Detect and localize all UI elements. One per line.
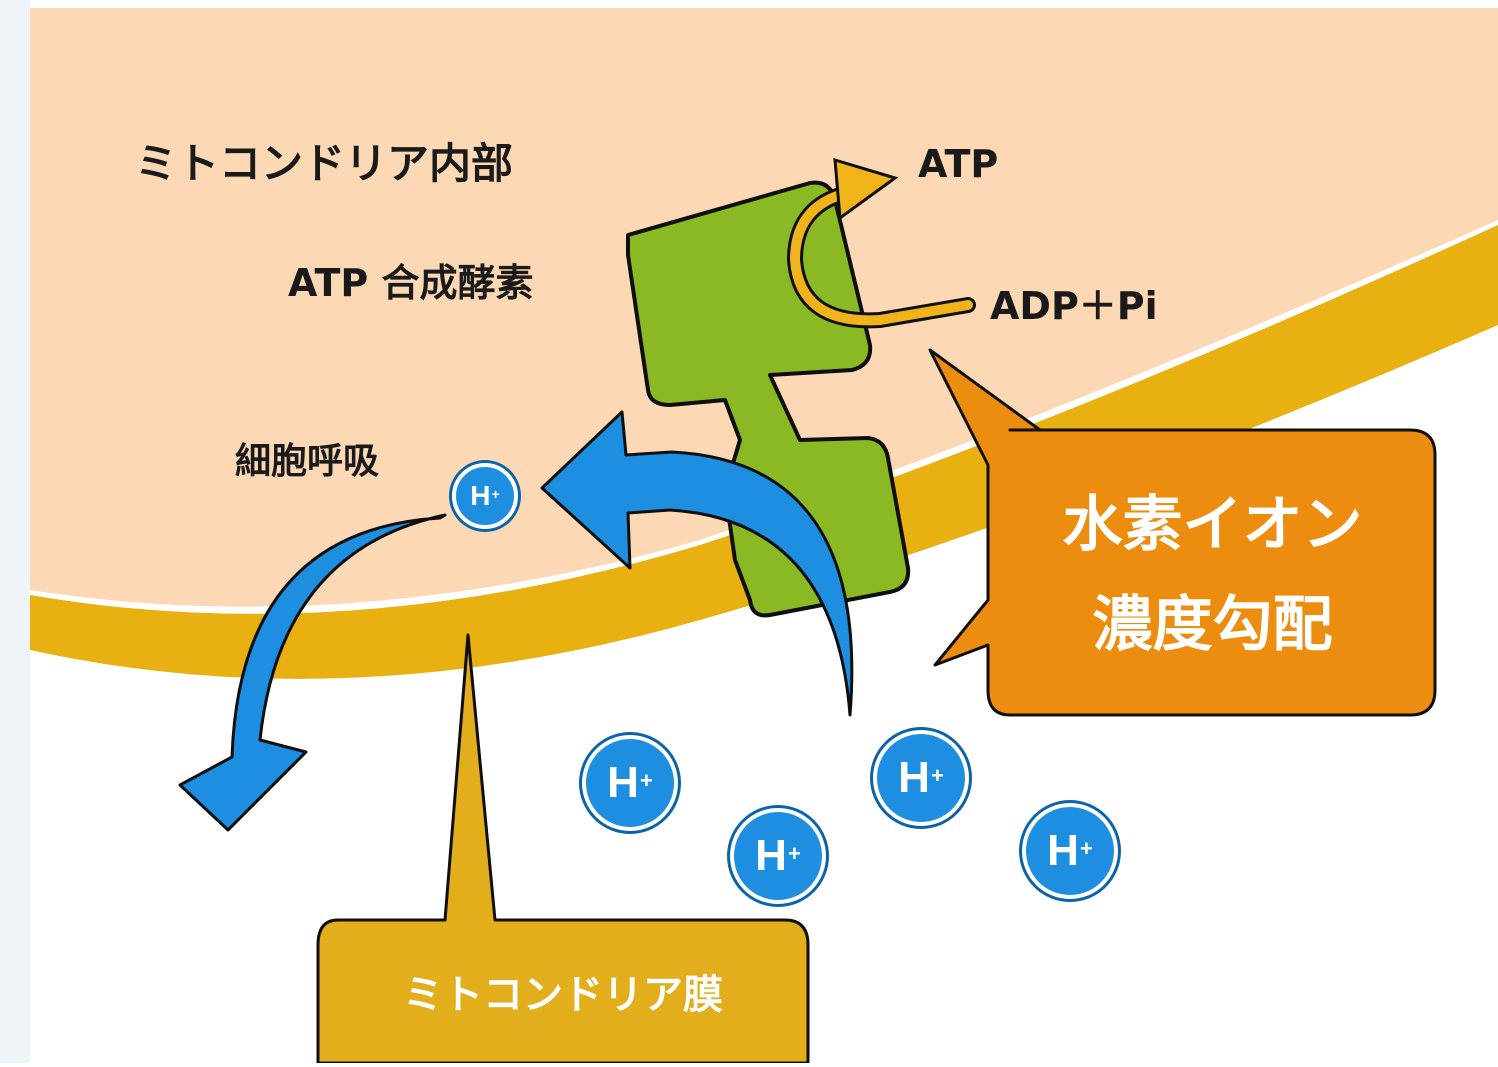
gradient-callout-box	[928, 348, 1437, 717]
hydrogen-ion: H+	[582, 735, 678, 831]
atp-label: ATP	[918, 142, 999, 186]
adp-pi-label: ADP＋Pi	[990, 284, 1158, 328]
synthesis-arrow-body	[789, 190, 973, 326]
membrane-callout-label: ミトコンドリア膜	[403, 972, 723, 1018]
hydrogen-ion-matrix: H+	[452, 463, 518, 529]
hydrogen-ion: H+	[730, 808, 826, 904]
membrane-callout-box	[316, 633, 810, 1065]
atp-synthase	[626, 180, 911, 618]
proton-influx-arrow	[540, 410, 854, 717]
hydrogen-ion: H+	[873, 730, 969, 826]
matrix-label: ミトコンドリア内部	[135, 139, 514, 188]
cell-respiration-label: 細胞呼吸	[235, 441, 380, 482]
proton-efflux-arrow	[178, 513, 447, 832]
left-edge	[0, 0, 30, 1063]
gradient-callout-line1: 水素イオン	[1062, 490, 1363, 560]
hydrogen-ion: H+	[1022, 803, 1118, 899]
atp-synthase-label: ATP 合成酵素	[288, 261, 534, 305]
synthesis-arrow-head	[833, 157, 899, 221]
gradient-callout-line2: 濃度勾配	[1092, 590, 1333, 660]
